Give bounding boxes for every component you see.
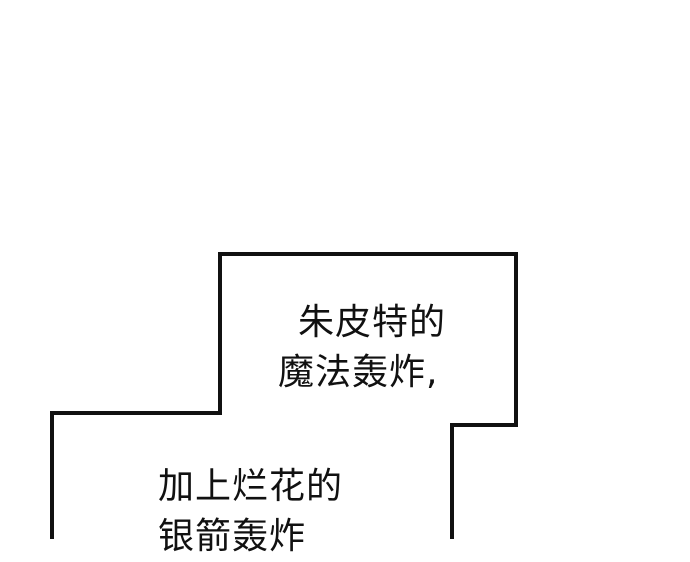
caption-lower-line-2: 银箭轰炸 (158, 516, 307, 557)
caption-upper: 朱皮特的 魔法轰炸, (278, 298, 446, 398)
caption-lower: 加上烂花的 银箭轰炸 (158, 462, 343, 562)
narration-box-outline (50, 252, 518, 539)
caption-upper-line-2: 魔法轰炸, (278, 352, 439, 393)
comic-panel: 朱皮特的 魔法轰炸, 加上烂花的 银箭轰炸 (50, 252, 518, 557)
narration-box-border (50, 252, 518, 539)
caption-lower-line-1: 加上烂花的 (158, 466, 344, 507)
caption-upper-line-1: 朱皮特的 (298, 302, 447, 343)
